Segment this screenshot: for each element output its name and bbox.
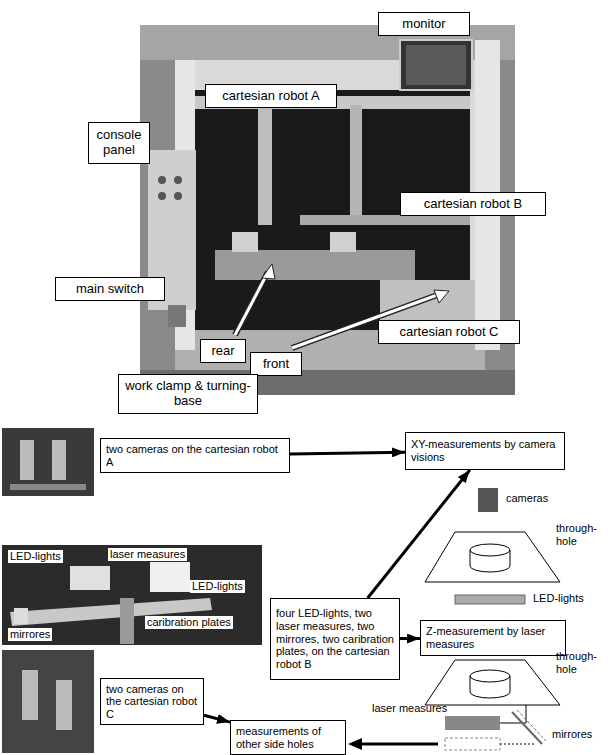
- box-text: two cameras on the cartesian robot C: [106, 683, 198, 721]
- console-button: [158, 192, 166, 200]
- label-box: XY-measurements by camera visions: [405, 432, 565, 470]
- flow-arrow: [368, 470, 470, 598]
- part-label: cameras: [506, 492, 548, 505]
- box-text: cartesian robot B: [406, 197, 540, 212]
- robot-b-rail: [300, 215, 470, 225]
- box-text: console panel: [94, 128, 144, 158]
- laser-measure: [150, 562, 190, 592]
- label-box: front: [250, 352, 302, 376]
- photo-cameras-a: [2, 428, 94, 496]
- mount: [10, 484, 86, 490]
- part-label: through- hole: [556, 650, 602, 675]
- leader-arrow: [235, 272, 268, 335]
- box-text: rear: [206, 344, 240, 359]
- flow-arrow: [290, 452, 405, 454]
- label-box: two cameras on the cartesian robot C: [100, 678, 204, 725]
- box-text: measurements of other side holes: [236, 725, 340, 750]
- flow-arrow: [400, 637, 420, 640]
- box-text: main switch: [61, 282, 159, 297]
- work-piece: [425, 660, 560, 705]
- camera: [22, 670, 38, 720]
- label-box: two cameras on the cartesian robot A: [100, 438, 290, 473]
- camera-symbol: [478, 488, 498, 512]
- laser-symbol: [445, 716, 500, 730]
- box-text: XY-measurements by camera visions: [411, 438, 559, 463]
- leader-outline: [235, 272, 268, 335]
- clamp: [232, 232, 258, 252]
- led-symbol: [455, 595, 525, 604]
- part-label: laser measures: [372, 702, 447, 715]
- camera: [20, 440, 34, 480]
- part-label: LED-lights: [533, 592, 584, 605]
- hole-top: [470, 544, 510, 556]
- label-box: cartesian robot C: [378, 320, 520, 344]
- monitor-screen: [406, 45, 466, 85]
- label-box: measurements of other side holes: [230, 720, 346, 755]
- part-label: mirrores: [552, 728, 592, 741]
- box-text: Z-measurement by laser measures: [426, 625, 560, 650]
- hole-wall: [470, 676, 510, 698]
- laser-beam: [526, 705, 527, 723]
- label-box: cartesian robot B: [400, 192, 546, 216]
- hole-top: [470, 670, 510, 682]
- laser-symbol-dashed: [445, 738, 500, 750]
- part-label: mirrores: [8, 628, 52, 641]
- photo-cameras-c: [2, 650, 94, 753]
- part-label: caribration plates: [145, 616, 233, 629]
- clamp: [330, 232, 356, 252]
- console-button: [174, 192, 182, 200]
- label-box: four LED-lights, two laser measures, two…: [270, 598, 400, 680]
- label-box: rear: [200, 339, 246, 363]
- label-box: main switch: [55, 277, 165, 301]
- label-box: cartesian robot A: [205, 84, 337, 108]
- part-label: LED-lights: [190, 580, 245, 593]
- box-text: four LED-lights, two laser measures, two…: [276, 607, 394, 670]
- led-light: [70, 566, 110, 590]
- robot-b-column: [350, 105, 362, 217]
- label-box: Z-measurement by laser measures: [420, 620, 566, 656]
- mirror-symbol: [512, 712, 542, 744]
- flow-arrow: [204, 715, 230, 722]
- calibration-plate: [120, 598, 134, 644]
- monitor-body: [400, 40, 472, 90]
- label-box: monitor: [378, 12, 470, 36]
- mirror-symbol: [517, 710, 546, 741]
- illustration-arrow: [360, 743, 438, 746]
- label-box: work clamp & turning-base: [118, 374, 258, 414]
- part-label: laser measures: [108, 548, 187, 561]
- laser-beam-dotted: [500, 744, 536, 745]
- box-text: cartesian robot C: [384, 325, 514, 340]
- box-text: work clamp & turning-base: [124, 379, 252, 409]
- photo-robot-b: [2, 545, 262, 645]
- box-text: two cameras on the cartesian robot A: [106, 443, 284, 468]
- part-label: through- hole: [556, 522, 602, 547]
- illustration-arrow-head: [348, 738, 362, 750]
- work-table: [215, 250, 415, 280]
- leader-head: [262, 264, 275, 279]
- robot-a-column: [258, 105, 272, 225]
- label-box: console panel: [88, 122, 150, 164]
- leader-head: [434, 290, 449, 303]
- main-switch-body: [168, 305, 186, 327]
- camera: [52, 440, 66, 480]
- console-button: [174, 176, 182, 184]
- camera: [56, 680, 72, 730]
- console-button: [158, 176, 166, 184]
- work-piece: [425, 532, 560, 582]
- part-label: LED-lights: [8, 550, 63, 563]
- mirror: [14, 608, 28, 624]
- hole-wall: [470, 550, 510, 572]
- box-text: cartesian robot A: [211, 89, 331, 104]
- box-text: monitor: [384, 17, 464, 32]
- box-text: front: [256, 357, 296, 372]
